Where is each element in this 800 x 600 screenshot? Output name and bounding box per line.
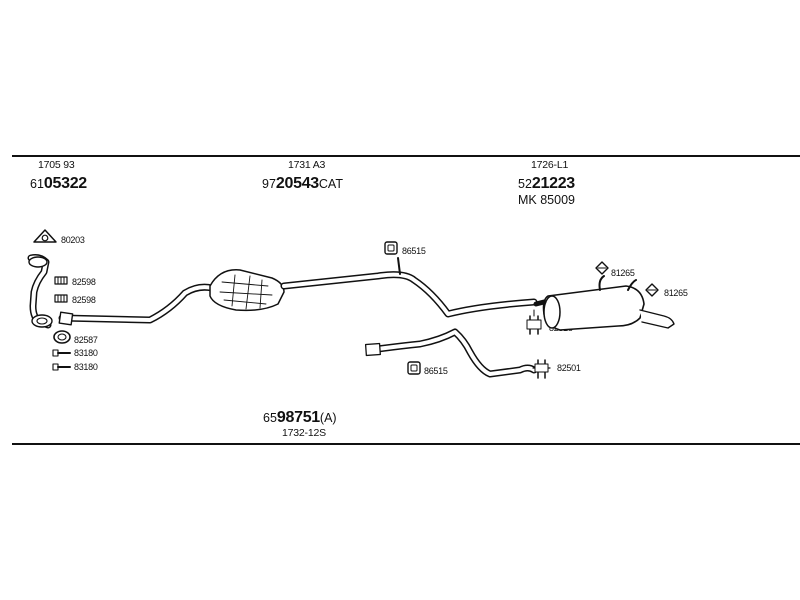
catalytic-converter	[209, 269, 285, 312]
ref-catalyst: 1731 A3	[288, 159, 326, 171]
pn-prefix: 52	[518, 177, 532, 191]
label-mount-81265b: 81265	[664, 288, 688, 298]
tail-connector-pipe	[364, 328, 538, 378]
ref-front-pipe: 1705 93	[38, 159, 75, 171]
part-number-rear-silencer: 5221223	[518, 176, 575, 192]
pn-prefix: 65	[263, 411, 277, 425]
mount-81265-icon	[595, 261, 659, 297]
part-number-mounting-kit: MK 85009	[518, 193, 575, 207]
label-bolt-83180b: 83180	[74, 362, 98, 372]
clamp-82501-icon	[532, 359, 551, 379]
rear-silencer	[533, 275, 675, 331]
label-mount-86515b: 86515	[424, 366, 448, 376]
pn-suffix: (A)	[319, 411, 337, 425]
part-number-front-pipe: 6105322	[30, 176, 87, 192]
clamp-82518-icon	[526, 309, 542, 335]
label-clamp-82598a: 82598	[72, 277, 96, 287]
pn-main: 98751	[276, 409, 320, 426]
ref-rear-silencer: 1726-L1	[531, 159, 569, 171]
label-clamp-82598b: 82598	[72, 295, 96, 305]
ring-82587-icon	[53, 330, 71, 344]
pn-suffix: CAT	[318, 177, 343, 191]
front-downpipe	[27, 254, 53, 329]
middle-pipe	[280, 257, 538, 318]
label-bolt-83180a: 83180	[74, 348, 98, 358]
pn-prefix: 97	[262, 177, 276, 191]
mount-86515-lower-icon	[407, 361, 421, 375]
label-gasket-80203: 80203	[61, 235, 85, 245]
pn-main: 21223	[531, 175, 575, 192]
label-clamp-82501: 82501	[557, 363, 581, 373]
top-divider	[12, 155, 800, 157]
label-ring-82587: 82587	[74, 335, 98, 345]
pn-main: 20543	[275, 175, 319, 192]
part-number-middle-pipe: 6598751(A)	[263, 410, 337, 426]
label-mount-81265a: 81265	[611, 268, 635, 278]
mount-86515-icon	[384, 241, 398, 255]
front-pipe	[58, 283, 216, 326]
pn-main: 05322	[43, 175, 87, 192]
pn-prefix: 61	[30, 177, 44, 191]
part-number-catalyst: 9720543CAT	[262, 176, 343, 192]
gasket-80203-icon	[33, 229, 57, 243]
ref-middle-pipe: 1732-12S	[282, 427, 326, 439]
bolt-83180-icon	[52, 349, 71, 371]
label-mount-86515a: 86515	[402, 246, 426, 256]
bottom-divider	[12, 443, 800, 445]
clamp-82598-icon	[54, 276, 68, 303]
